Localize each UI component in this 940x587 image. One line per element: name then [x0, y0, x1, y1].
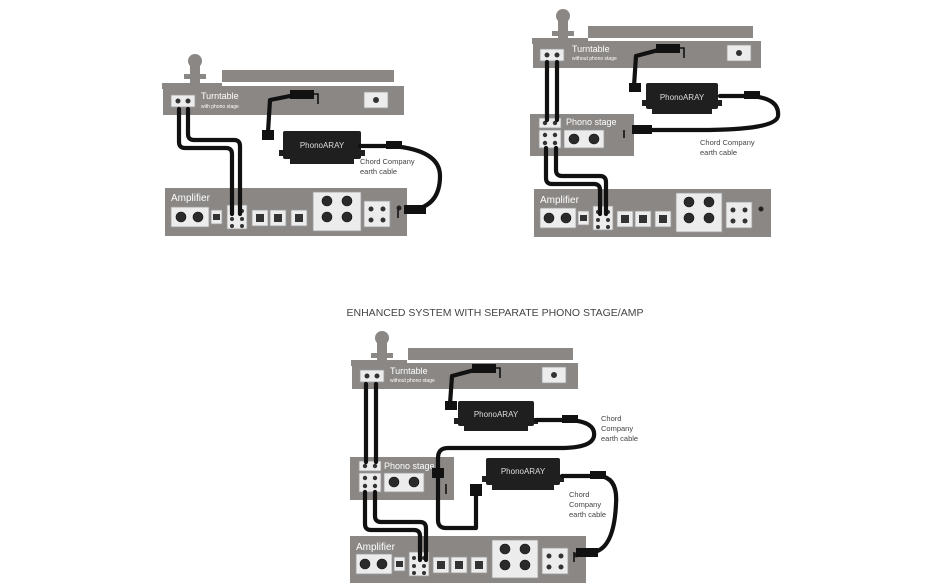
earth-cable-3-bottom-line1: Chord — [569, 490, 589, 499]
cables-1: Chord Company earth cable — [176, 90, 443, 218]
amplifier-1: Amplifier — [165, 188, 407, 236]
earth-cable-3-bottom-line2: Company — [569, 500, 601, 509]
amplifier-3-label: Amplifier — [356, 542, 396, 553]
earth-cable-3-top-line3: earth cable — [601, 434, 638, 443]
earth-cable-2-line1: Chord Company — [700, 138, 755, 147]
phonoaray-3-top: PhonoARAY — [454, 401, 538, 431]
phonoaray-2-label: PhonoARAY — [660, 93, 705, 102]
phonoaray-1: PhonoARAY — [279, 131, 365, 164]
diagram-turntable-without-phono-stage: Turntable without phono stage Phono stag… — [530, 9, 781, 237]
cables-2: Chord Company earth cable — [543, 44, 781, 217]
turntable-1-sublabel: with phono stage — [201, 104, 239, 110]
amplifier-1-label: Amplifier — [171, 193, 211, 204]
phonoaray-1-label: PhonoARAY — [300, 141, 345, 150]
phono-stage-2-label: Phono stage — [566, 117, 617, 127]
amplifier-2-label: Amplifier — [540, 195, 580, 206]
earth-cable-3-top-line2: Company — [601, 424, 633, 433]
turntable-1: Turntable with phono stage — [162, 54, 404, 115]
earth-cable-2-line2: earth cable — [700, 148, 737, 157]
turntable-3-sublabel: without phono stage — [390, 378, 435, 384]
cables-3: Chord Company earth cable Chord Company … — [362, 364, 638, 563]
turntable-2: Turntable without phono stage — [532, 9, 761, 68]
diagram-turntable-with-phono-stage: Turntable with phono stage PhonoARAY — [162, 54, 443, 236]
amplifier-3: Amplifier — [350, 536, 586, 583]
amplifier-2: Amplifier — [534, 189, 771, 237]
turntable-3-label: Turntable — [390, 366, 428, 376]
enhanced-system-heading: ENHANCED SYSTEM WITH SEPARATE PHONO STAG… — [347, 307, 644, 319]
diagram-enhanced-system: Turntable without phono stage PhonoARAY … — [350, 331, 638, 583]
earth-cable-1-line2: earth cable — [360, 167, 397, 176]
phonoaray-3-top-label: PhonoARAY — [474, 410, 519, 419]
earth-cable-1-line1: Chord Company — [360, 157, 415, 166]
earth-cable-3-top-line1: Chord — [601, 414, 621, 423]
earth-cable-3-bottom-line3: earth cable — [569, 510, 606, 519]
turntable-3: Turntable without phono stage — [351, 331, 578, 389]
phonoaray-3-bottom-label: PhonoARAY — [501, 467, 546, 476]
phono-stage-3-label: Phono stage — [384, 461, 435, 471]
turntable-2-sublabel: without phono stage — [572, 56, 617, 62]
phonoaray-2: PhonoARAY — [642, 83, 722, 114]
phonoaray-3-bottom: PhonoARAY — [482, 458, 564, 490]
turntable-1-label: Turntable — [201, 91, 239, 101]
turntable-2-label: Turntable — [572, 44, 610, 54]
